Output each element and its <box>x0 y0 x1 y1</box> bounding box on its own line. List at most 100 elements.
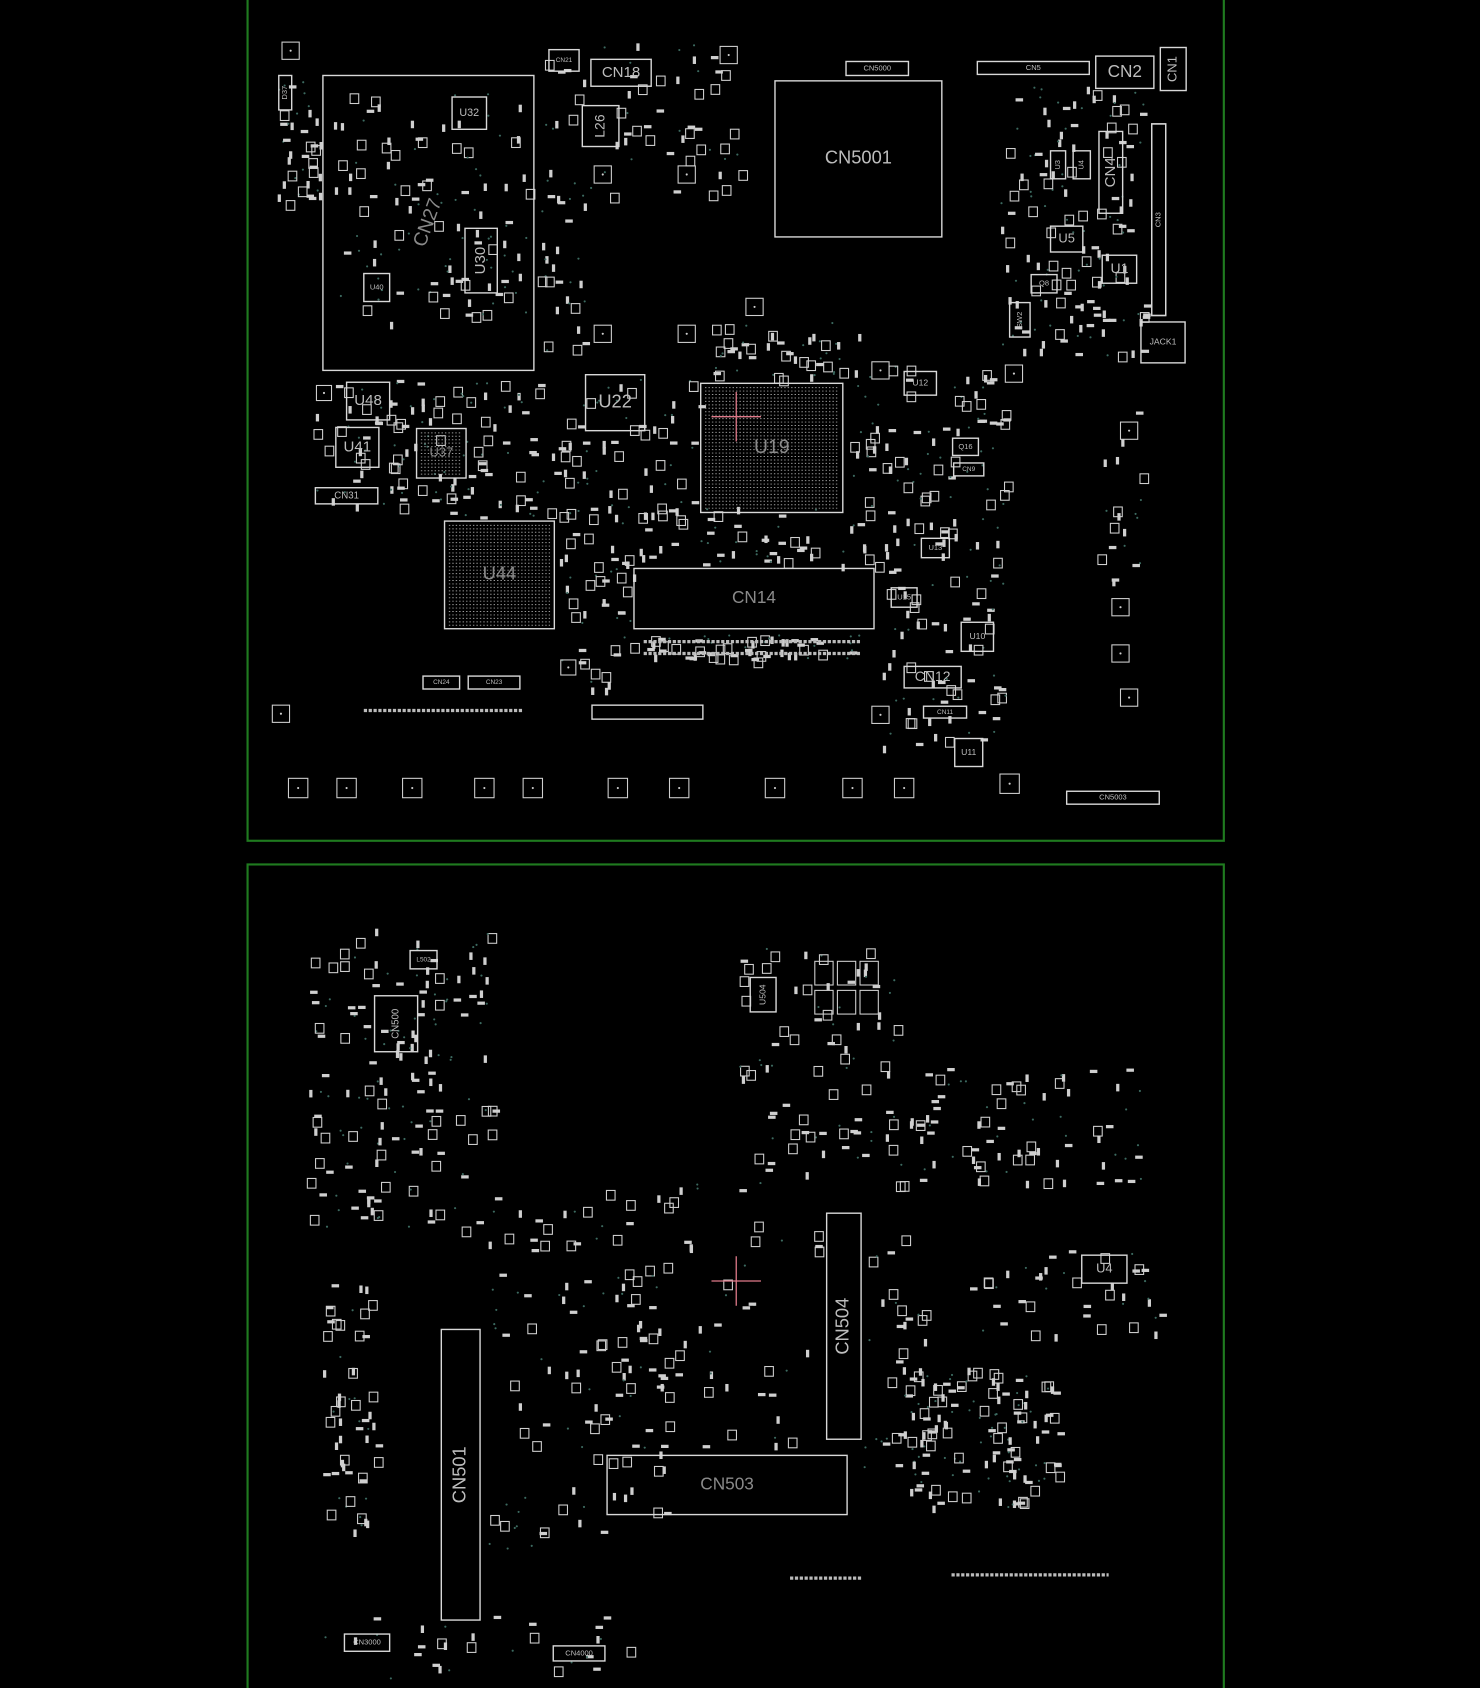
component-cn14[interactable]: CN14 <box>633 567 875 630</box>
component-u15[interactable]: U15 <box>890 587 918 608</box>
component-l502[interactable]: L502 <box>409 949 438 970</box>
component-outline[interactable] <box>1030 273 1058 294</box>
component-outline[interactable] <box>440 1328 481 1621</box>
component-outline[interactable] <box>700 382 844 514</box>
component-outline[interactable] <box>409 949 438 970</box>
component-cn3000[interactable]: CN3000 <box>343 1633 391 1652</box>
component-cn5003[interactable]: CN5003 <box>1065 790 1160 805</box>
component-outline[interactable] <box>903 665 962 689</box>
component-u11[interactable]: U11 <box>954 737 984 768</box>
component-cn21[interactable]: CN21 <box>548 48 580 72</box>
component-outline[interactable] <box>1159 46 1187 92</box>
component-outline[interactable] <box>952 462 985 477</box>
component-u3[interactable]: U3 <box>1049 150 1067 180</box>
component-outline[interactable] <box>960 621 995 653</box>
component-d37[interactable]: D37 <box>278 74 293 111</box>
component-u504[interactable]: U504 <box>749 976 777 1013</box>
component-u10[interactable]: U10 <box>960 621 995 653</box>
component-cn3[interactable]: CN3 <box>1151 123 1167 317</box>
component-l26[interactable]: L26 <box>581 104 620 148</box>
component-cn12[interactable]: CN12 <box>903 665 962 689</box>
component-outline[interactable] <box>951 437 980 457</box>
component-outline[interactable] <box>845 60 910 77</box>
component-u41[interactable]: U41 <box>335 426 380 468</box>
component-outline[interactable] <box>345 381 391 421</box>
component-outline[interactable] <box>415 427 467 479</box>
component-outline[interactable] <box>467 675 521 690</box>
component-outline[interactable] <box>464 227 498 294</box>
component-outline[interactable] <box>976 60 1090 76</box>
component-outline[interactable] <box>890 587 918 608</box>
component-outline[interactable] <box>443 520 556 630</box>
component-q8[interactable]: Q8 <box>1030 273 1058 294</box>
component-u5[interactable]: U5 <box>1049 225 1084 253</box>
component-outline[interactable] <box>343 1633 391 1652</box>
component-outline[interactable] <box>1008 301 1031 338</box>
component-outline[interactable] <box>581 104 620 148</box>
component-cn500[interactable]: CN500 <box>373 995 419 1053</box>
component-cn18[interactable]: CN18 <box>590 58 652 87</box>
component-outline[interactable] <box>825 1212 862 1440</box>
component-cn1[interactable]: CN1 <box>1159 46 1187 92</box>
component-u32[interactable]: U32 <box>451 96 488 130</box>
component-outline[interactable] <box>1101 254 1138 284</box>
component-outline[interactable] <box>335 426 380 468</box>
component-cn2[interactable]: CN2 <box>1095 55 1155 90</box>
component-cn31[interactable]: CN31 <box>314 487 379 505</box>
component-outline[interactable] <box>314 487 379 505</box>
component-cn4[interactable]: CN4 <box>1098 130 1124 214</box>
component-outline[interactable] <box>774 80 943 238</box>
component-u30[interactable]: U30 <box>464 227 498 294</box>
component-outline[interactable] <box>954 737 984 768</box>
component-outline[interactable] <box>422 675 461 690</box>
component-outline[interactable] <box>1098 130 1124 214</box>
component-u12[interactable]: U12 <box>903 370 938 396</box>
component-outline[interactable] <box>920 537 951 559</box>
component-outline[interactable] <box>749 976 777 1013</box>
component-cn27[interactable]: CN27 <box>322 74 535 372</box>
component-cn503[interactable]: CN503 <box>606 1454 848 1516</box>
component-outline[interactable] <box>590 58 652 87</box>
component-outline[interactable] <box>606 1454 848 1516</box>
component-u19[interactable]: U19 <box>700 382 844 514</box>
component-u48[interactable]: U48 <box>345 381 391 421</box>
component-outline[interactable] <box>278 74 293 111</box>
component-outline[interactable] <box>903 370 938 396</box>
component-outline[interactable] <box>1049 225 1084 253</box>
component-outline[interactable] <box>552 1645 606 1662</box>
component-outline[interactable] <box>548 48 580 72</box>
component-outline[interactable] <box>363 272 391 303</box>
component-sw2[interactable]: SW2 <box>1008 301 1031 338</box>
component-outline[interactable] <box>373 995 419 1053</box>
component-outline[interactable] <box>633 567 875 630</box>
component-outline[interactable] <box>1081 1254 1128 1284</box>
component-q16[interactable]: Q16 <box>951 437 980 457</box>
component-u13[interactable]: U13 <box>920 537 951 559</box>
component-cn24[interactable]: CN24 <box>422 675 461 690</box>
component-cn4000[interactable]: CN4000 <box>552 1645 606 1662</box>
component-cn5000[interactable]: CN5000 <box>845 60 910 77</box>
component-outline[interactable] <box>1049 150 1067 180</box>
component-u40[interactable]: U40 <box>363 272 391 303</box>
component-outline[interactable] <box>1065 790 1160 805</box>
component-outline[interactable] <box>922 705 968 719</box>
component-cn11[interactable]: CN11 <box>922 705 968 719</box>
component-u37[interactable]: U37 <box>415 427 467 479</box>
component-cn23[interactable]: CN23 <box>467 675 521 690</box>
component-outline[interactable] <box>584 374 646 432</box>
component-u400[interactable]: U4 <box>1081 1254 1128 1284</box>
component-u22[interactable]: U22 <box>584 374 646 432</box>
component-cn501[interactable]: CN501 <box>440 1328 481 1621</box>
component-u44[interactable]: U44 <box>443 520 556 630</box>
component-cn9[interactable]: CN9 <box>952 462 985 477</box>
component-outline[interactable] <box>1140 321 1186 364</box>
component-outline[interactable] <box>1151 123 1167 317</box>
component-u4[interactable]: U4 <box>1072 150 1092 180</box>
component-jack1[interactable]: JACK1 <box>1140 321 1186 364</box>
component-u1[interactable]: U1 <box>1101 254 1138 284</box>
component-cn504[interactable]: CN504 <box>825 1212 862 1440</box>
